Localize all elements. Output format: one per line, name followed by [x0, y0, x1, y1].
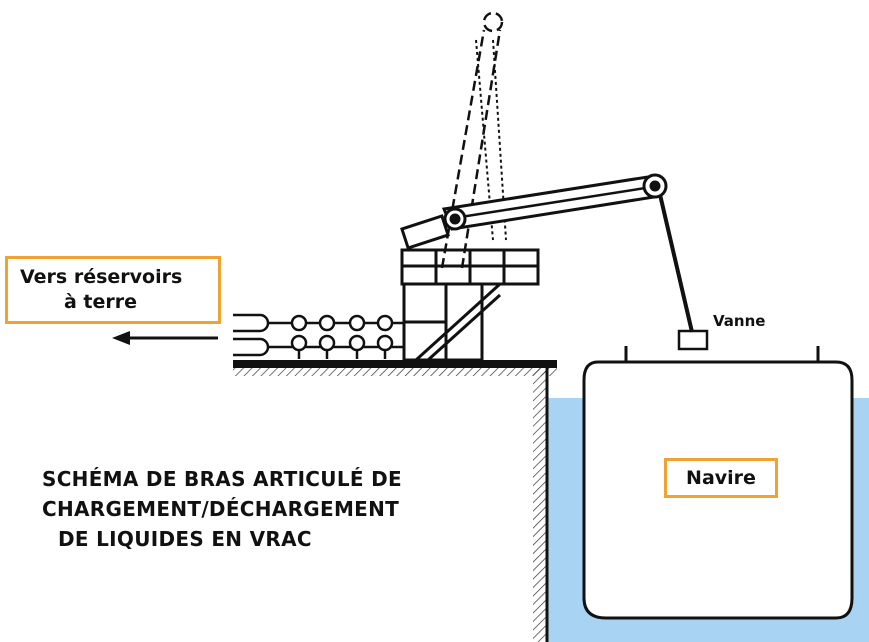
valve-label: Vanne	[713, 312, 766, 330]
loading-arm	[400, 173, 694, 333]
arrow-left-icon	[112, 331, 218, 345]
diagram-title: SCHÉMA DE BRAS ARTICULÉ DE CHARGEMENT/DÉ…	[42, 464, 522, 554]
ship-label: Navire	[664, 458, 778, 498]
shore-tanks-label: Vers réservoirs à terre	[5, 256, 221, 324]
shore-tanks-label-line2: à terre	[64, 291, 138, 313]
title-line-2: CHARGEMENT/DÉCHARGEMENT	[42, 497, 400, 521]
shore-tanks-label-line1: Vers réservoirs	[20, 266, 183, 288]
support-tower	[400, 248, 540, 362]
stowed-arm-outline	[440, 11, 504, 269]
quay	[233, 360, 557, 642]
title-line-1: SCHÉMA DE BRAS ARTICULÉ DE	[42, 467, 402, 491]
valve	[677, 329, 709, 351]
title-line-3: DE LIQUIDES EN VRAC	[58, 527, 312, 551]
shore-pipes	[233, 313, 404, 359]
